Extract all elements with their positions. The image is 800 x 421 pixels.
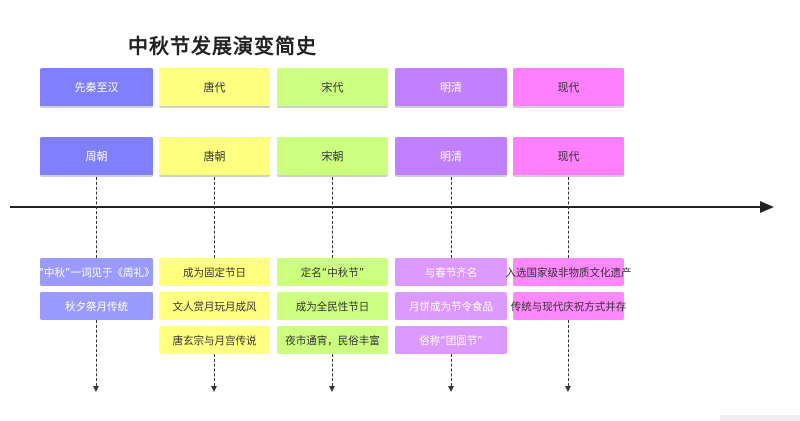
period-header-4[interactable]: 现代 [513, 68, 624, 108]
canvas-corner-bar [720, 415, 800, 421]
period-header-1[interactable]: 唐代 [159, 68, 270, 108]
connector-upper-0 [96, 177, 97, 258]
connector-upper-3 [451, 177, 452, 258]
era-node-0[interactable]: 周朝 [40, 137, 153, 177]
connector-upper-1 [214, 177, 215, 258]
connector-lower-4 [568, 320, 569, 386]
event-card-3-0[interactable]: 与春节齐名 [395, 258, 507, 286]
era-node-1[interactable]: 唐朝 [159, 137, 270, 177]
connector-lower-1 [214, 354, 215, 386]
connector-lower-0 [96, 320, 97, 386]
connector-arrow-0-icon [93, 386, 99, 392]
period-header-3[interactable]: 明清 [395, 68, 507, 108]
connector-lower-3 [451, 354, 452, 386]
event-card-0-1[interactable]: 秋夕祭月传统 [40, 292, 153, 320]
era-node-2[interactable]: 宋朝 [277, 137, 388, 177]
connector-arrow-1-icon [211, 386, 217, 392]
event-card-3-2[interactable]: 俗称“团圆节” [395, 326, 507, 354]
event-card-1-2[interactable]: 唐玄宗与月宫传说 [159, 326, 270, 354]
event-card-4-0[interactable]: 入选国家级非物质文化遗产 [506, 258, 632, 286]
timeline-axis [10, 201, 774, 213]
era-node-3[interactable]: 明清 [395, 137, 507, 177]
event-card-2-0[interactable]: 定名“中秋节” [277, 258, 388, 286]
event-card-2-1[interactable]: 成为全民性节日 [277, 292, 388, 320]
connector-upper-2 [332, 177, 333, 258]
event-card-4-1[interactable]: 传统与现代庆祝方式并存 [511, 292, 626, 320]
connector-arrow-2-icon [329, 386, 335, 392]
connector-upper-4 [568, 177, 569, 258]
event-card-0-0[interactable]: “中秋”一词见于《周礼》 [39, 258, 154, 286]
connector-arrow-4-icon [565, 386, 571, 392]
timeline-arrow-head-icon [760, 201, 774, 213]
event-card-3-1[interactable]: 月饼成为节令食品 [395, 292, 507, 320]
period-header-0[interactable]: 先秦至汉 [40, 68, 153, 108]
connector-lower-2 [332, 354, 333, 386]
event-card-2-2[interactable]: 夜市通宵，民俗丰富 [277, 326, 388, 354]
event-card-1-1[interactable]: 文人赏月玩月成风 [159, 292, 270, 320]
connector-arrow-3-icon [448, 386, 454, 392]
era-node-4[interactable]: 现代 [513, 137, 624, 177]
event-card-1-0[interactable]: 成为固定节日 [159, 258, 270, 286]
period-header-2[interactable]: 宋代 [277, 68, 388, 108]
diagram-title: 中秋节发展演变简史 [128, 34, 317, 58]
